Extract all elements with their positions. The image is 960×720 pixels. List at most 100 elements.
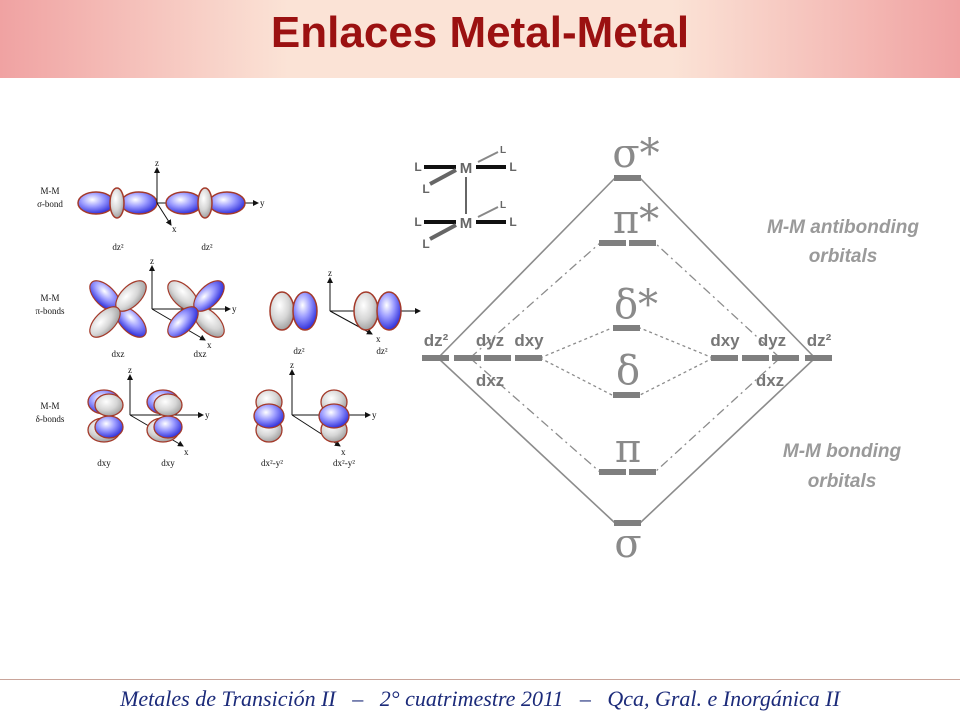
pi-bond-row: M-M π-bonds z y x dxz dxz — [35, 256, 421, 359]
left-dxz-level — [454, 355, 481, 361]
pi-orb4-label: dz² — [376, 346, 387, 356]
right-dyz-level — [772, 355, 799, 361]
title-bar — [0, 0, 960, 78]
diagram-canvas: M-M σ-bond z y x dz² dz² — [35, 131, 919, 567]
sigma-symbol: σ — [614, 521, 641, 567]
right-dxy-label: dxy — [710, 331, 740, 350]
sigma-bond-row: M-M σ-bond z y x dz² dz² — [37, 158, 265, 252]
delta-orb2-label: dxy — [161, 458, 175, 468]
axis-x-label: x — [172, 224, 177, 234]
mo-diagram: σ* π* δ* δ π σ dz² dyz dxz dxy dxy dyz d… — [422, 131, 919, 567]
right-dxz-label: dxz — [756, 371, 784, 390]
axis-y-label: y — [260, 198, 265, 208]
pi-axis-y-label: y — [232, 304, 237, 314]
left-dyz-label: dyz — [476, 331, 504, 350]
ligand-label: L — [414, 215, 421, 229]
dz2-pi-orbital-left — [269, 291, 318, 331]
footer-divider — [0, 679, 960, 680]
left-dxy-label: dxy — [514, 331, 544, 350]
sigma-label-2: σ-bond — [37, 199, 63, 209]
ligand-label: L — [509, 215, 516, 229]
dxz-orbital-left — [89, 280, 147, 338]
pi-orb1-label: dxz — [112, 349, 125, 359]
dx2y2-orbital-right — [318, 389, 350, 443]
atomic-labels: dz² dyz dxz dxy dxy dyz dxz dz² — [424, 331, 832, 390]
right-dxy-level — [711, 355, 738, 361]
delta-orb1-label: dxy — [97, 458, 111, 468]
dxy-orbital-left — [87, 389, 124, 443]
pi-star-symbol: π* — [613, 197, 659, 243]
right-dz2-level — [805, 355, 832, 361]
dz2-orbital-right — [165, 187, 246, 219]
footer-course: Metales de Transición II — [120, 686, 336, 711]
right-dyz-label: dyz — [758, 331, 786, 350]
right-dxz-level — [742, 355, 769, 361]
delta-axis-z-label: z — [128, 365, 132, 375]
pi-axis-x-label: x — [207, 340, 212, 350]
pi-axis-z-label: z — [150, 256, 154, 266]
pi-label-1: M-M — [40, 293, 59, 303]
orbital-panel: M-M σ-bond z y x dz² dz² — [35, 158, 421, 468]
left-dxz-label: dxz — [476, 371, 504, 390]
ligand-label: L — [414, 160, 421, 174]
atomic-levels — [422, 355, 832, 361]
delta-orb3-label: dx²-y² — [261, 458, 283, 468]
dxz-orbital-right — [167, 280, 225, 338]
pi2-axis-x-label: x — [376, 334, 381, 344]
delta-symbol: δ — [616, 348, 640, 394]
dz2-pi-orbital-right — [353, 291, 402, 331]
dx2y2-orbital-left — [253, 389, 285, 443]
ligand-label: L — [500, 200, 506, 211]
delta-label-2: δ-bonds — [36, 414, 65, 424]
delta2-axis-y-label: y — [372, 410, 377, 420]
pi-star-level-1 — [599, 240, 626, 246]
pi-orb2-label: dxz — [194, 349, 207, 359]
ligand-label: L — [422, 182, 429, 196]
bonding-label-2: orbitals — [808, 471, 877, 492]
footer-term: 2° cuatrimestre 2011 — [379, 686, 564, 711]
pi-label-2: π-bonds — [35, 306, 65, 316]
mo-symbols: σ* π* δ* δ π σ — [612, 131, 659, 567]
left-dz2-label: dz² — [424, 331, 449, 350]
dxy-orbital-right — [146, 389, 183, 443]
metal-top: M — [460, 160, 473, 177]
delta-correlation-lines — [539, 327, 714, 396]
axis-z-label: z — [155, 158, 159, 168]
pi-symbol: π — [615, 426, 641, 472]
ligand-label: L — [509, 160, 516, 174]
left-dz2-level — [422, 355, 449, 361]
pi-orb3-label: dz² — [293, 346, 304, 356]
delta-bond-row: M-M δ-bonds z y x dxy dxy — [36, 360, 377, 468]
footer: Metales de Transición II – 2° cuatrimest… — [0, 686, 960, 712]
pi-star-level-2 — [629, 240, 656, 246]
delta-level — [613, 392, 640, 398]
delta-star-symbol: δ* — [614, 282, 658, 328]
delta-axis-y-label: y — [205, 410, 210, 420]
delta2-axis-x-label: x — [341, 447, 346, 457]
sigma-star-level — [614, 175, 641, 181]
dz2-orbital-left — [77, 187, 158, 219]
pi-correlation-lines — [469, 242, 781, 473]
sigma-level — [614, 520, 641, 526]
delta-star-level — [613, 325, 640, 331]
left-dyz-level — [484, 355, 511, 361]
sigma-label-1: M-M — [40, 186, 59, 196]
delta-label-1: M-M — [40, 401, 59, 411]
slide-title: Enlaces Metal-Metal — [270, 8, 690, 57]
footer-separator: – — [579, 686, 591, 711]
delta-axis-x-label: x — [184, 447, 189, 457]
complex-structure: M M L L L L L L L L — [414, 145, 516, 251]
sigma-orb2-label: dz² — [201, 242, 212, 252]
left-dxy-level — [515, 355, 542, 361]
pi-level-1 — [599, 469, 626, 475]
ligand-label: L — [422, 237, 429, 251]
antibonding-label-2: orbitals — [809, 246, 878, 267]
footer-department: Qca, Gral. e Inorgánica II — [607, 686, 840, 711]
bonding-label-1: M-M bonding — [783, 441, 902, 462]
sigma-orb1-label: dz² — [112, 242, 123, 252]
sigma-star-symbol: σ* — [612, 131, 659, 177]
pi2-axis-z-label: z — [328, 268, 332, 278]
region-labels: M-M antibonding orbitals M-M bonding orb… — [767, 217, 919, 492]
metal-bottom: M — [460, 215, 473, 232]
mo-levels — [599, 175, 656, 526]
